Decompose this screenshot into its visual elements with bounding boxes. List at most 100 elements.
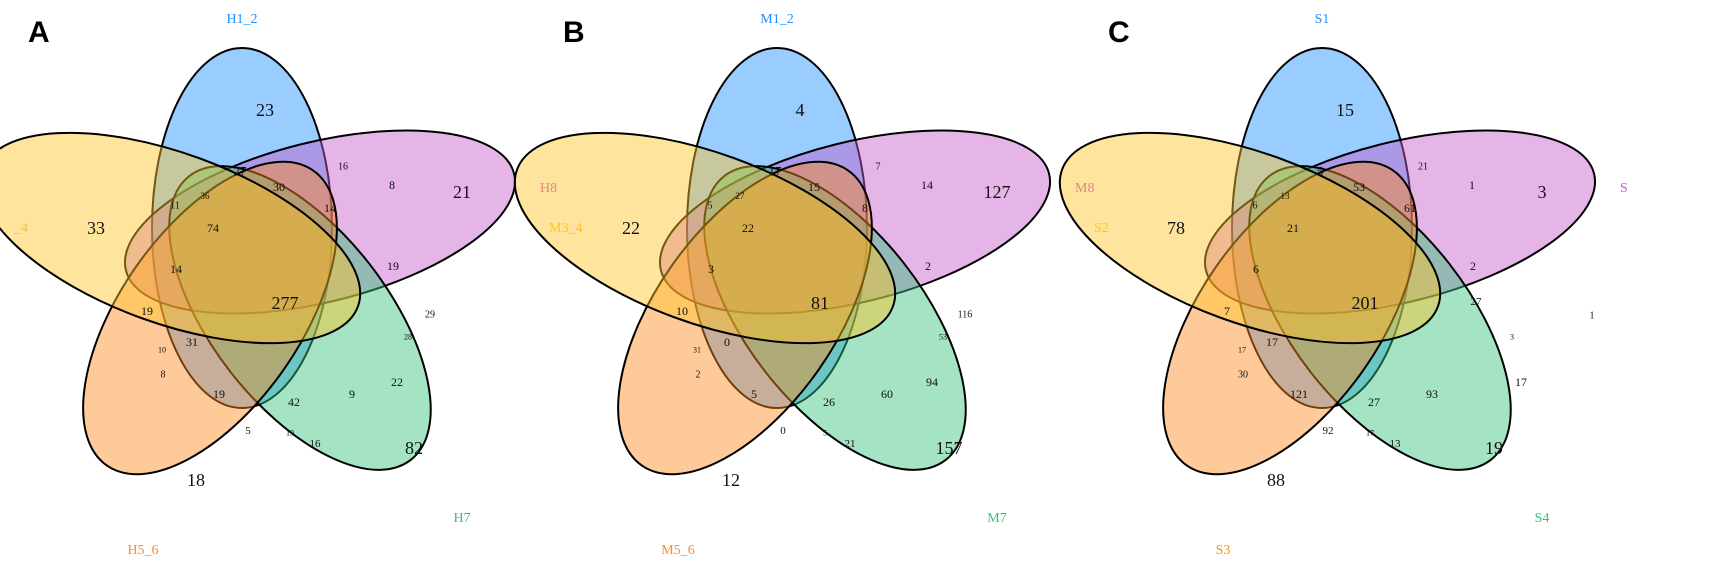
region-count: 1 [1469,178,1475,192]
region-count: 19 [141,304,153,318]
set-label: M8 [1075,181,1094,196]
region-count: 17 [1266,335,1278,349]
region-count: 42 [288,395,300,409]
set-ellipse-S [1203,129,1597,315]
region-count: 5 [823,429,827,438]
region-count: 16 [338,162,348,173]
region-count: 10 [676,304,688,318]
set-label: H5_6 [127,543,158,558]
region-count: 93 [1426,387,1438,401]
region-count: 13 [1281,191,1291,201]
region-count: 16 [310,438,322,450]
region-count: 33 [87,218,105,238]
region-count: 2 [696,370,701,381]
set-ellipse-M8 [658,129,1052,315]
region-count: 23 [256,100,274,120]
region-count: 19 [387,259,399,273]
region-count: 78 [1167,218,1185,238]
set-ellipse-M7 [703,165,967,471]
region-count: 3 [1538,182,1547,202]
region-count: 12 [722,470,740,490]
region-count: 14 [921,178,933,192]
region-count: 5 [1317,164,1324,179]
region-count: 28 [404,333,412,342]
region-count: 11 [170,201,180,212]
region-count: 60 [881,387,893,401]
region-count: 157 [936,438,963,458]
region-count: 27 [1368,395,1380,409]
set-label: M5_6 [661,543,694,558]
set-label: M7 [987,511,1006,526]
panel-letter: C [1108,16,1130,49]
region-count: 82 [405,438,423,458]
region-count: 17 [1238,346,1246,355]
region-count: 22 [742,221,754,235]
region-count: 6 [1253,262,1259,276]
set-ellipse-M5_6 [617,160,873,476]
region-count: 277 [272,293,299,313]
region-count: 116 [958,310,973,321]
set-ellipse-M1_2 [686,47,868,409]
region-count: 15 [808,180,820,194]
region-count: 2 [1470,259,1476,273]
region-count: 7 [1224,304,1230,318]
set-label: M3_4 [549,221,582,236]
region-count: 5 [245,425,251,437]
region-count: 14 [170,262,182,276]
set-label: H7 [453,511,470,526]
region-count: 14 [324,201,336,215]
region-count: 0 [724,335,730,349]
region-count: 7 [876,162,881,173]
region-count: 8 [862,201,868,215]
set-label: _4 [13,221,28,236]
region-count: 31 [693,346,701,355]
region-count: 2 [925,259,931,273]
region-count: 53 [1353,180,1365,194]
region-count: 3 [708,262,714,276]
region-count: 6 [1253,201,1258,212]
region-count: 61 [1404,201,1416,215]
region-count: 121 [1290,387,1308,401]
region-count: 29 [425,310,435,321]
region-count: 31 [186,335,198,349]
region-count: 10 [158,346,166,355]
set-ellipse-M3_4 [513,131,897,345]
region-count: 22 [622,218,640,238]
region-count: 27 [1471,296,1483,308]
region-count: 27 [234,164,248,179]
region-count: 26 [823,395,835,409]
set-ellipse-_4 [0,131,362,345]
region-count: 13 [1390,438,1402,450]
set-ellipse-S2 [1058,131,1442,345]
set-label: S4 [1535,511,1550,526]
set-ellipse-S1 [1231,47,1413,409]
region-count: 92 [1323,425,1334,437]
region-count: 27 [736,191,746,201]
region-count: 8 [161,370,166,381]
set-ellipse-S4 [1248,165,1512,471]
region-count: 127 [984,182,1011,202]
set-label: S1 [1315,12,1330,27]
region-count: 30 [1238,370,1248,381]
region-count: 1 [1590,311,1595,322]
region-count: 94 [926,375,938,389]
set-label: M1_2 [760,12,793,27]
region-count: 0 [780,425,786,437]
panel-letter: A [28,16,50,49]
region-count: 5 [708,201,713,212]
region-count: 19 [213,387,225,401]
region-count: 21 [1287,221,1299,235]
region-count: 21 [845,438,856,450]
set-ellipse-S3 [1162,160,1418,476]
set-ellipse-H1_2 [151,47,333,409]
set-label: H8 [540,181,557,196]
region-count: 3 [1510,333,1514,342]
region-count: 19 [1485,438,1503,458]
set-label: S [1620,181,1628,196]
region-count: 88 [1267,470,1285,490]
panel-letter: B [563,16,585,49]
region-count: 36 [201,191,211,201]
